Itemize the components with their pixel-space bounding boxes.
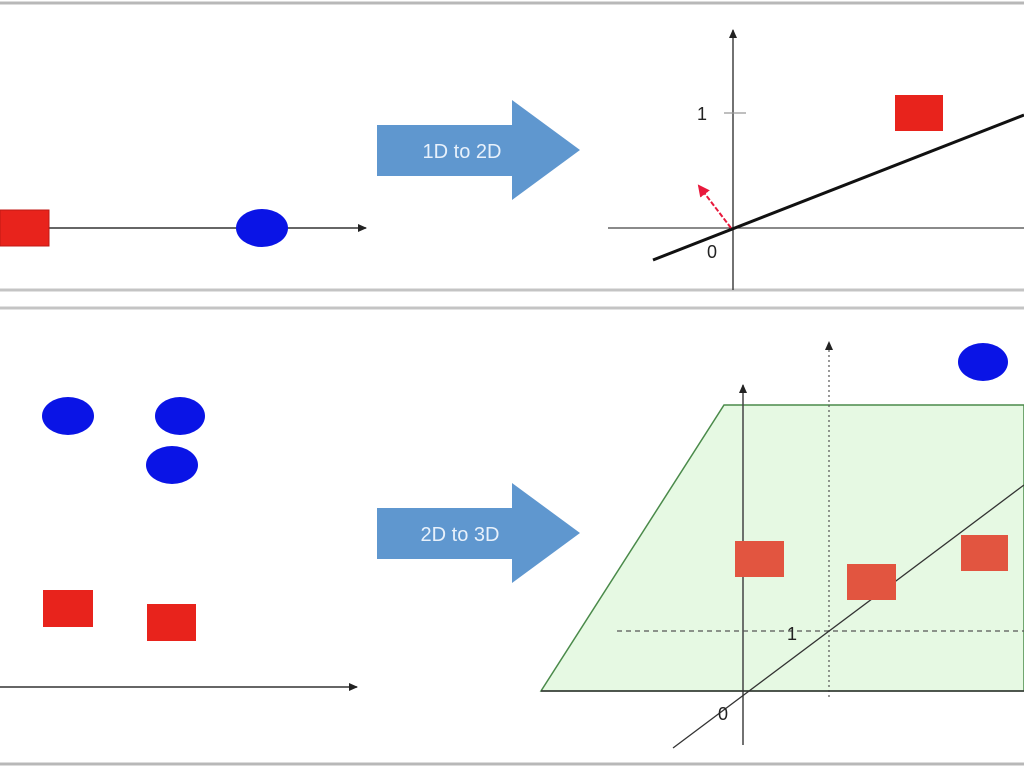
blue-circle-marker xyxy=(42,397,94,435)
red-square-marker xyxy=(147,604,196,641)
separating-line xyxy=(652,113,1024,262)
2d-tick-one-label: 1 xyxy=(697,104,707,124)
red-square-2d-marker xyxy=(895,95,943,131)
red-square-marker xyxy=(43,590,93,627)
red-square-3d-marker xyxy=(961,535,1008,571)
transform-arrow-2d-to-3d: 2D to 3D xyxy=(377,483,580,583)
right-block-arrow-icon xyxy=(377,483,580,583)
panel-2d-input xyxy=(0,397,358,691)
panel-3d: 1 0 xyxy=(539,341,1024,749)
red-square-3d-marker xyxy=(847,564,896,600)
blue-circle-marker xyxy=(155,397,205,435)
2d-origin-label: 0 xyxy=(707,242,717,262)
blue-circle-3d-marker xyxy=(958,343,1008,381)
arrow-label-2d-to-3d: 2D to 3D xyxy=(421,524,500,546)
panel-2d: 1 0 xyxy=(608,29,1024,290)
red-square-marker xyxy=(0,209,50,247)
3d-tick-one-label: 1 xyxy=(787,624,797,644)
3d-origin-label: 0 xyxy=(718,704,728,724)
right-block-arrow-icon xyxy=(377,100,580,200)
3d-diagonal-axis xyxy=(672,484,1024,749)
normal-vector xyxy=(697,184,732,229)
panel-1d xyxy=(0,209,367,247)
blue-circle-marker xyxy=(236,209,288,247)
arrow-label-1d-to-2d: 1D to 2D xyxy=(423,141,502,163)
red-square-3d-marker xyxy=(735,541,784,577)
blue-circle-marker xyxy=(146,446,198,484)
transform-arrow-1d-to-2d: 1D to 2D xyxy=(377,100,580,200)
